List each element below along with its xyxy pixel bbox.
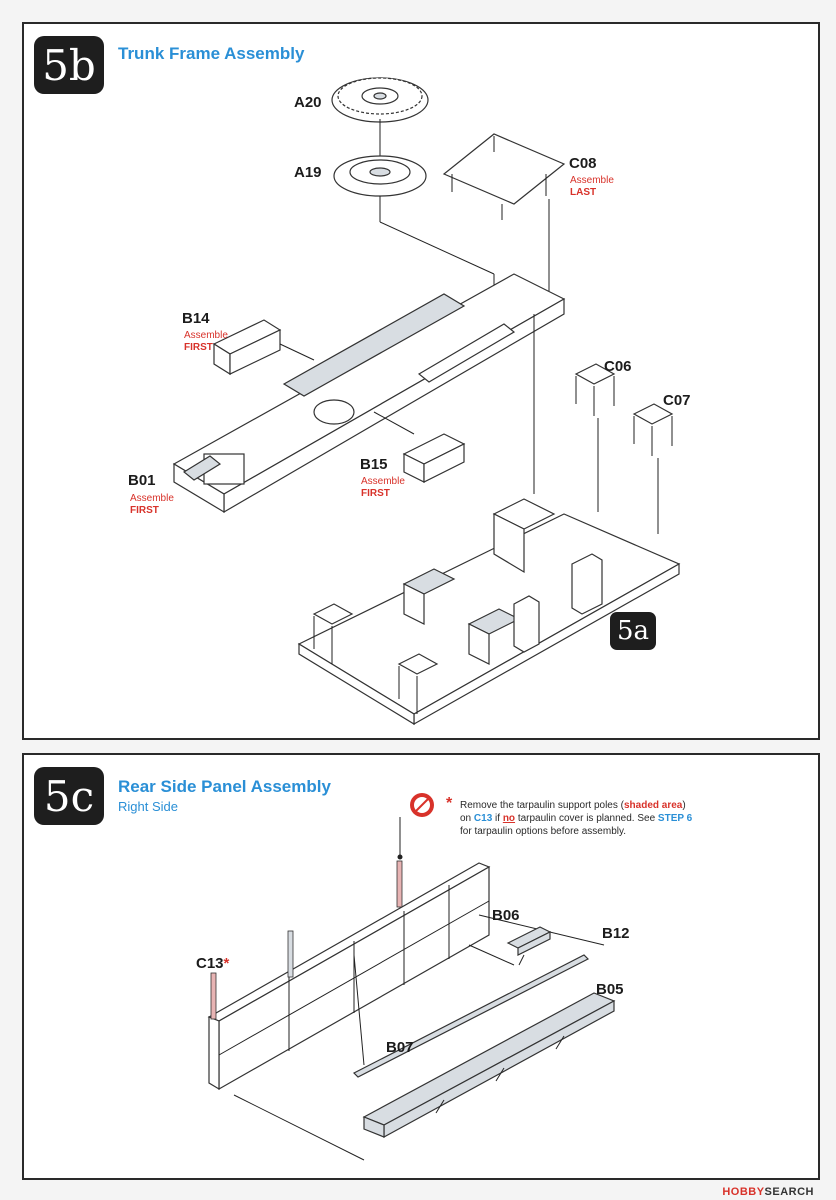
step-title-5c: Rear Side Panel Assembly [118,777,331,796]
step-badge-5b: 5b [34,36,104,94]
chassis-drawing [172,273,566,514]
part-b12-drawing [352,954,590,1078]
note-b15-first: FIRST [361,488,390,499]
label-a19: A19 [294,164,322,181]
label-b01: B01 [128,472,156,489]
step-subtitle-5c: Right Side [118,799,178,814]
watermark: HOBBYSEARCH [722,1186,814,1198]
step-5b-panel: 5b Trunk Frame Assembly [22,22,820,740]
step-badge-5c: 5c [34,767,104,825]
part-b14-drawing [212,319,282,376]
wheel-a20-drawing [331,77,429,123]
note-b15-assemble: Assemble [361,476,405,487]
frame-c08-drawing [442,133,566,220]
note-c08-last: LAST [570,187,597,198]
part-c07-drawing [632,403,674,456]
step-badge-5a: 5a [610,612,656,650]
cab-floor-drawing [297,498,681,726]
label-b15: B15 [360,456,388,473]
label-c08: C08 [569,155,597,172]
trunk-frame-drawing [172,77,681,726]
label-b12: B12 [602,925,630,942]
note-c08-assemble: Assemble [570,175,614,186]
note-b01-assemble: Assemble [130,493,174,504]
label-b05: B05 [596,981,624,998]
note-b01-first: FIRST [130,505,159,516]
part-b06-drawing [506,926,552,966]
label-b14: B14 [182,310,210,327]
label-c13: C13* [196,955,230,972]
label-b06: B06 [492,907,520,924]
label-c07: C07 [663,392,691,409]
step-title-5b: Trunk Frame Assembly [118,44,305,63]
part-b05-drawing [362,992,616,1139]
wheel-a19-drawing [333,155,427,197]
step-5c-panel: 5c Rear Side Panel Assembly Right Side [22,753,820,1180]
note-b14-first: FIRST [184,342,213,353]
part-c06-drawing [574,363,616,416]
side-panel-drawing [207,793,616,1161]
label-a20: A20 [294,94,322,111]
note-b14-assemble: Assemble [184,330,228,341]
part-b15-drawing [402,433,466,483]
label-c06: C06 [604,358,632,375]
side-panel-c13-drawing [207,860,491,1091]
cutting-tool-icon [410,793,434,817]
label-b07: B07 [386,1039,414,1056]
tarpaulin-warning-note: * Remove the tarpaulin support poles (sh… [446,795,693,838]
